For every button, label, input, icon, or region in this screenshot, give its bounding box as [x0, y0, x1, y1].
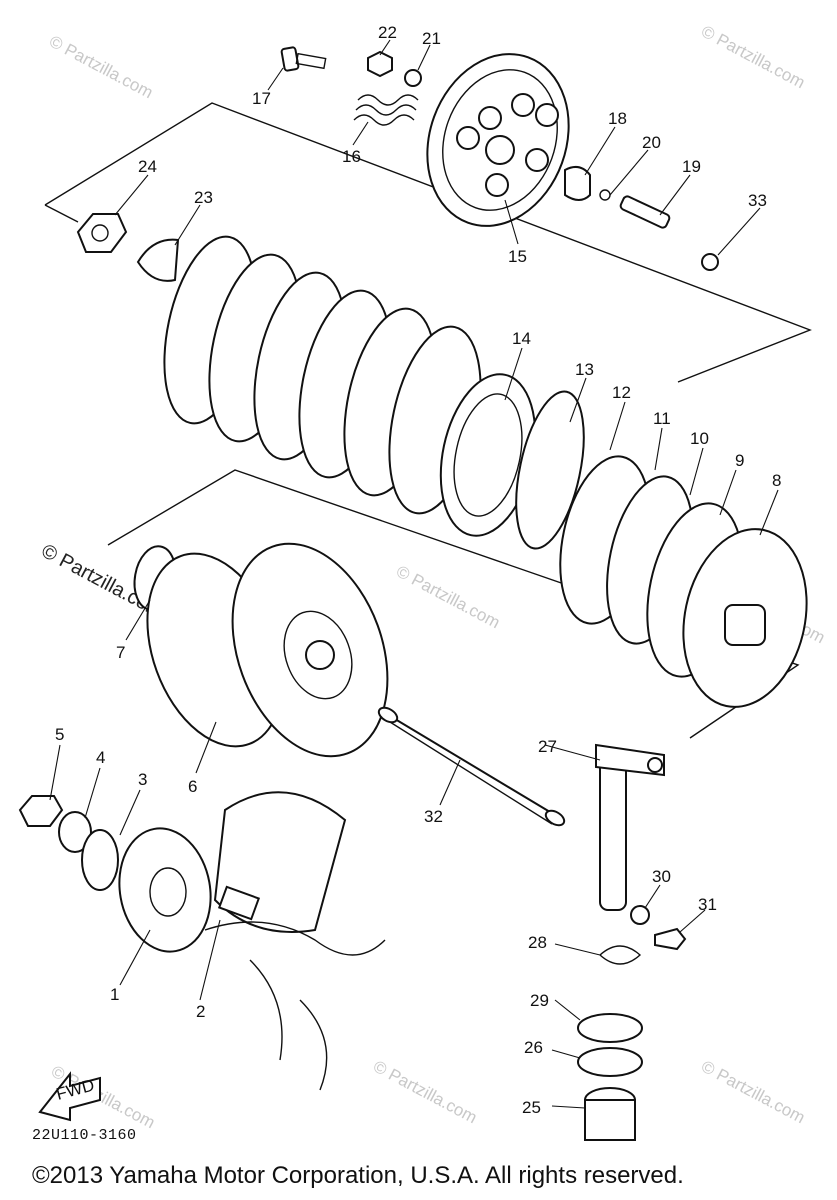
callout-15: 15	[508, 247, 527, 266]
callout-21: 21	[422, 29, 441, 48]
callout-17: 17	[252, 89, 271, 108]
callout-31: 31	[698, 895, 717, 914]
watermark-6: © Partzilla.com	[698, 1057, 808, 1128]
pressure-plate	[426, 53, 570, 227]
callout-4: 4	[96, 748, 105, 767]
callout-24: 24	[138, 157, 157, 176]
drawing-code: 22U110-3160	[32, 1127, 137, 1144]
leader-lines	[49, 39, 779, 1109]
callout-12: 12	[612, 383, 631, 402]
callout-6: 6	[188, 777, 197, 796]
callout-2: 2	[196, 1002, 205, 1021]
callout-1: 1	[110, 985, 119, 1004]
callout-29: 29	[530, 991, 549, 1010]
callout-labels: 1 2 3 4 5 6 7 8 9 10 11 12 13 14 15 16 1…	[55, 23, 781, 1117]
clutch-housing	[133, 542, 389, 758]
callout-20: 20	[642, 133, 661, 152]
kick-axle-assembly	[577, 743, 687, 1141]
callout-23: 23	[194, 188, 213, 207]
callout-30: 30	[652, 867, 671, 886]
callout-18: 18	[608, 109, 627, 128]
callout-11: 11	[653, 409, 671, 428]
callout-7: 7	[116, 643, 125, 662]
callout-27: 27	[538, 737, 557, 756]
callout-16: 16	[342, 147, 361, 166]
watermark-1: © Partzilla.com	[46, 32, 156, 103]
watermark-3: © Partzilla.com	[393, 562, 503, 633]
callout-22: 22	[378, 23, 397, 42]
callout-26: 26	[524, 1038, 543, 1057]
clutch-plate-stack	[163, 235, 808, 708]
copyright-notice: ©2013 Yamaha Motor Corporation, U.S.A. A…	[32, 1162, 684, 1189]
watermark-2: © Partzilla.com	[698, 22, 808, 93]
callout-8: 8	[772, 471, 781, 490]
callout-5: 5	[55, 725, 64, 744]
callout-33: 33	[748, 191, 767, 210]
push-rod	[377, 706, 566, 827]
top-hardware	[76, 46, 719, 282]
callout-19: 19	[682, 157, 701, 176]
watermark-5: © Partzilla.com	[370, 1057, 480, 1128]
fwd-arrow: FWD	[38, 1071, 101, 1122]
callout-32: 32	[424, 807, 443, 826]
callout-10: 10	[690, 429, 709, 448]
callout-3: 3	[138, 770, 147, 789]
callout-14: 14	[512, 329, 531, 348]
callout-25: 25	[522, 1098, 541, 1117]
callout-9: 9	[735, 451, 744, 470]
callout-28: 28	[528, 933, 547, 952]
primary-drive	[18, 791, 386, 1091]
callout-13: 13	[575, 360, 594, 379]
